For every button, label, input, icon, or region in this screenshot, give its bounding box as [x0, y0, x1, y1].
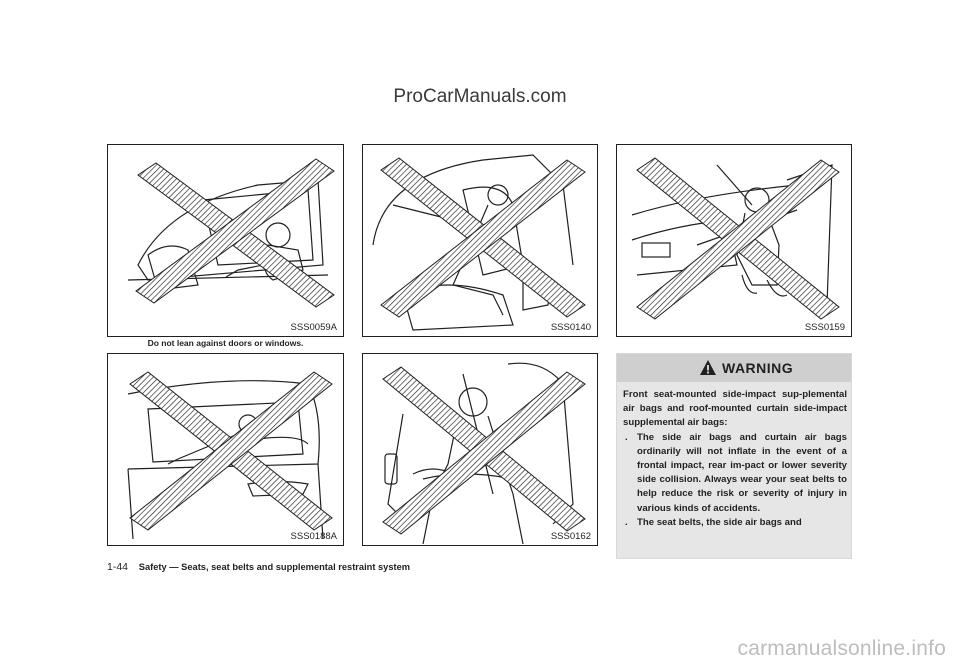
bullet-text: The side air bags and curtain air bags o… [637, 431, 847, 514]
figure-passenger-slouch: SSS0140 [362, 144, 598, 337]
warning-triangle-icon [700, 360, 716, 375]
prohibition-cross [129, 371, 333, 531]
bullet-text: The seat belts, the side air bags and [637, 516, 802, 528]
bullet-mark: . [625, 431, 628, 443]
warning-header: WARNING [617, 354, 851, 382]
prohibition-cross [382, 366, 586, 535]
illustration-passenger-slouch [372, 154, 586, 331]
warning-bullet: . The seat belts, the side air bags and [623, 516, 847, 530]
illustration-child-standing [631, 157, 840, 320]
figure-arm-out-window: SSS0188A [107, 353, 344, 546]
figure-code: SSS0059A [290, 322, 337, 333]
section-title: Safety — Seats, seat belts and supplemen… [138, 562, 411, 572]
prohibition-cross [380, 157, 586, 318]
watermark-bottom: carmanualsonline.info [737, 637, 946, 660]
prohibition-cross [135, 158, 335, 308]
warning-box: WARNING Front seat-mounted side-impact s… [616, 353, 852, 559]
figure-code: SSS0188A [290, 531, 337, 542]
illustration-arm-out-window [127, 371, 333, 540]
bullet-mark: . [625, 516, 628, 528]
figure-code: SSS0159 [804, 322, 845, 333]
prohibition-cross [636, 157, 840, 320]
page-number: 1-44 [107, 561, 129, 573]
figure-caption: Do not lean against doors or windows. [147, 338, 304, 348]
figure-child-lap-belt: SSS0162 [362, 353, 598, 546]
figure-code: SSS0162 [550, 531, 591, 542]
figure-code: SSS0140 [550, 322, 591, 333]
page-footer: 1-44 Safety — Seats, seat belts and supp… [107, 561, 410, 573]
warning-bullet: . The side air bags and curtain air bags… [623, 431, 847, 516]
illustration-child-lap-belt [382, 362, 586, 545]
warning-intro: Front seat-mounted side-impact sup-pleme… [623, 389, 847, 429]
warning-body: Front seat-mounted side-impact sup-pleme… [623, 388, 847, 530]
illustration-driver-leaning [127, 158, 335, 308]
warning-title: WARNING [722, 360, 794, 376]
figure-lean-door: SSS0059A [107, 144, 344, 337]
figure-child-standing: SSS0159 [616, 144, 852, 337]
watermark-top: ProCarManuals.com [393, 86, 567, 107]
